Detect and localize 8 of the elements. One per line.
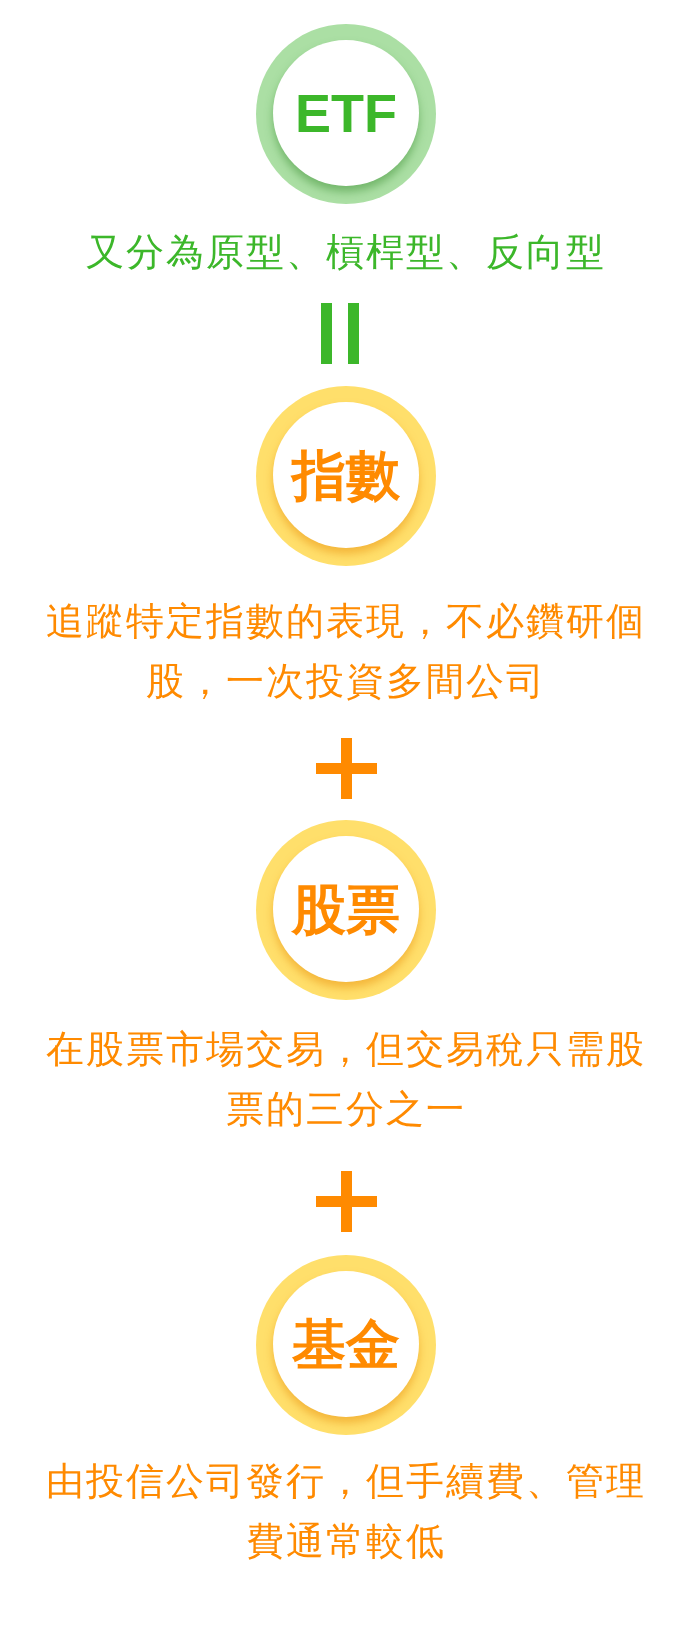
- circle-label: 指數: [292, 446, 400, 506]
- description-text: 由投信公司發行，但手續費、管理費通常較低: [44, 1459, 647, 1564]
- description-text: 追蹤特定指數的表現，不必鑽研個股，一次投資多間公司: [44, 599, 647, 704]
- circle-label: ETF: [295, 84, 397, 144]
- circle-label: 股票: [292, 880, 400, 940]
- description-text: 在股票市場交易，但交易稅只需股票的三分之一: [44, 1027, 647, 1132]
- circle-label: 基金: [292, 1315, 400, 1375]
- description-text: 又分為原型、槓桿型、反向型: [85, 230, 606, 275]
